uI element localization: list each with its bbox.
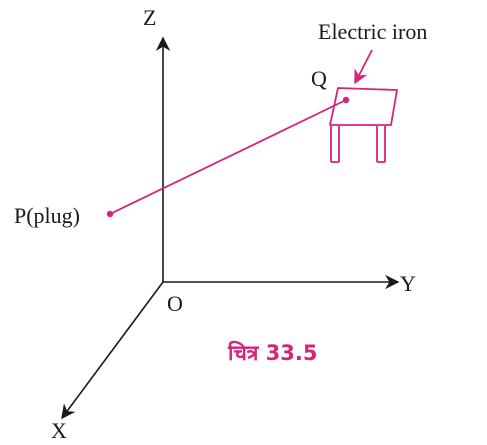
figure-caption: चित्र 33.5 (227, 340, 318, 365)
point-p (106, 210, 114, 218)
wire-pq (109, 99, 347, 215)
callout-arrow (354, 49, 373, 85)
point-q (342, 96, 350, 104)
origin-label: O (167, 291, 183, 316)
x-axis (61, 281, 164, 420)
x-axis-label: X (51, 418, 67, 443)
electric-iron-label: Electric iron (318, 19, 427, 44)
y-axis-label: Y (400, 271, 416, 296)
point-p-label: P(plug) (14, 203, 80, 228)
point-q-label: Q (311, 66, 327, 91)
z-axis-label: Z (143, 5, 156, 30)
electric-iron-icon (329, 87, 398, 163)
